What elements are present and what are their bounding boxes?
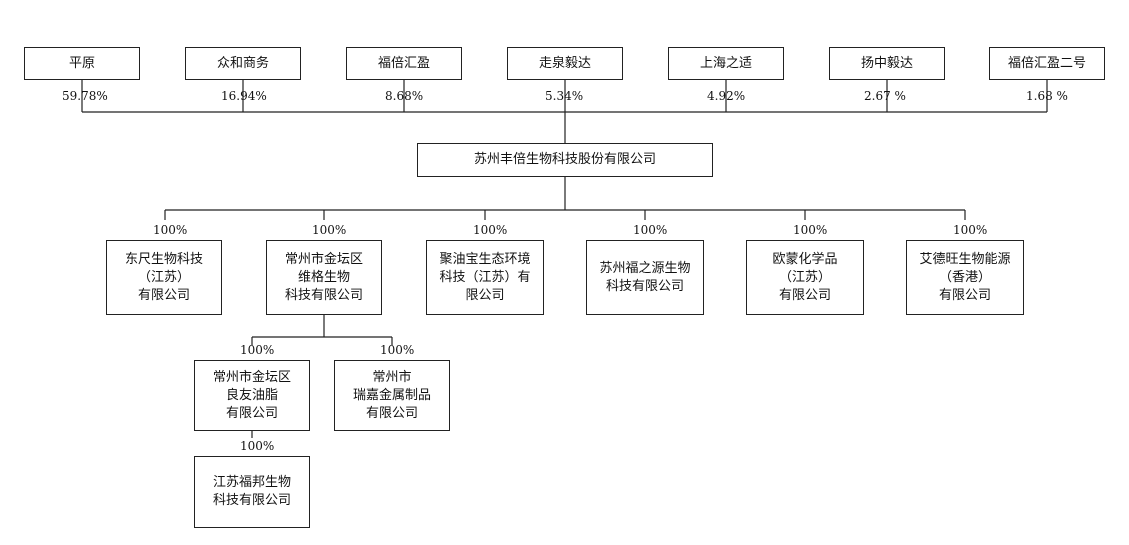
shareholding-percent: 8.68% — [385, 89, 424, 103]
subsidiary-box: 艾德旺生物能源 （香港） 有限公司 — [906, 240, 1024, 315]
shareholding-percent: 100% — [312, 223, 347, 237]
shareholding-percent: 100% — [153, 223, 188, 237]
shareholding-percent: 100% — [380, 343, 415, 357]
company-box: 苏州丰倍生物科技股份有限公司 — [417, 143, 713, 177]
shareholder-box: 上海之适 — [668, 47, 784, 80]
shareholding-percent: 59.78% — [62, 89, 108, 103]
subsidiary-box: 聚油宝生态环境 科技（江苏）有 限公司 — [426, 240, 544, 315]
subsidiary-box: 常州市金坛区 维格生物 科技有限公司 — [266, 240, 382, 315]
shareholder-box: 扬中毅达 — [829, 47, 945, 80]
subsidiary-box: 苏州福之源生物 科技有限公司 — [586, 240, 704, 315]
shareholding-percent: 4.92% — [707, 89, 746, 103]
shareholding-percent: 100% — [793, 223, 828, 237]
shareholder-box: 众和商务 — [185, 47, 301, 80]
shareholder-box: 福倍汇盈二号 — [989, 47, 1105, 80]
shareholding-percent: 5.34% — [545, 89, 584, 103]
subsidiary-box: 江苏福邦生物 科技有限公司 — [194, 456, 310, 528]
shareholding-percent: 100% — [240, 343, 275, 357]
shareholding-percent: 16.94% — [221, 89, 267, 103]
shareholding-percent: 100% — [240, 439, 275, 453]
subsidiary-box: 常州市 瑞嘉金属制品 有限公司 — [334, 360, 450, 431]
shareholding-percent: 100% — [633, 223, 668, 237]
shareholding-percent: 1.68 % — [1026, 89, 1068, 103]
shareholder-box: 福倍汇盈 — [346, 47, 462, 80]
company-name: 苏州丰倍生物科技股份有限公司 — [473, 152, 656, 167]
subsidiary-box: 欧蒙化学品 （江苏） 有限公司 — [746, 240, 864, 315]
subsidiary-box: 常州市金坛区 良友油脂 有限公司 — [194, 360, 310, 431]
shareholding-percent: 2.67 % — [864, 89, 906, 103]
shareholder-box: 平原 — [24, 47, 140, 80]
shareholder-box: 走泉毅达 — [507, 47, 623, 80]
subsidiary-box: 东尺生物科技 （江苏） 有限公司 — [106, 240, 222, 315]
shareholding-percent: 100% — [953, 223, 988, 237]
shareholding-percent: 100% — [473, 223, 508, 237]
